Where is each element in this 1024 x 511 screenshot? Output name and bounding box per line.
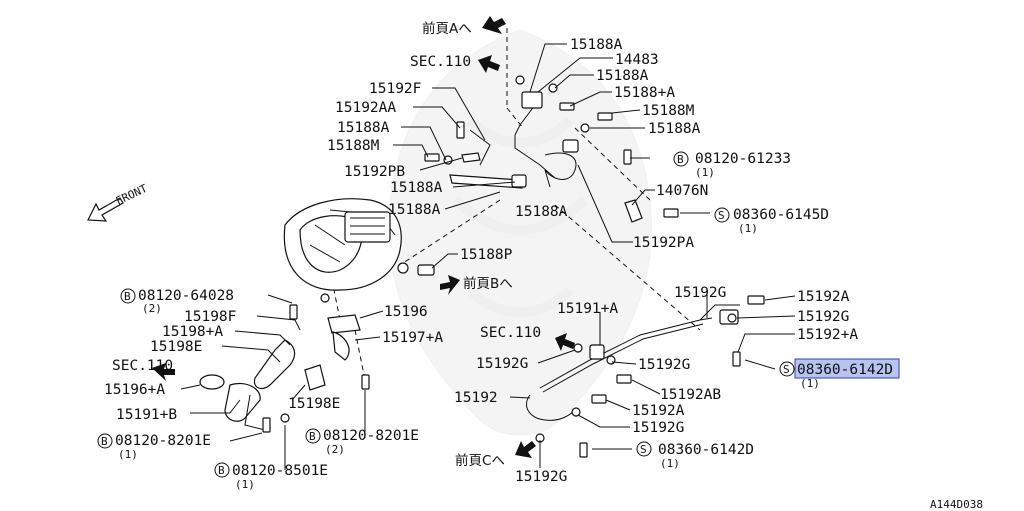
fastener-08120-64028[interactable]: 08120-64028 [138,288,234,304]
part-15188a-3[interactable]: 15188A [648,121,701,137]
screw-mark-6142d-bottom: S [640,443,647,456]
part-15192g-mid[interactable]: 15192G [638,357,690,373]
fastener-08120-8501e[interactable]: 08120-8501E [232,463,328,479]
front-arrow-icon [87,197,124,222]
part-14076n[interactable]: 14076N [656,183,708,199]
part-15198plusa[interactable]: 15198+A [162,324,223,340]
part-15188a-left[interactable]: 15188A [337,120,390,136]
qty-08120-64028: (2) [142,302,162,315]
part-15192[interactable]: 15192 [454,390,498,406]
arrow-to-page-a-icon [482,16,506,34]
qty-08120-61233: (1) [695,166,715,179]
part-15188a-top[interactable]: 15188A [570,37,623,53]
part-15192pa[interactable]: 15192PA [633,235,694,251]
fastener-glyphs [262,75,765,458]
arrow-sec110-top-icon [478,55,500,73]
direction-arrows [87,16,575,458]
bolt-mark-8201e-left: B [101,435,108,448]
label-prev-page-c[interactable]: 前頁Cへ [455,452,505,469]
arrow-sec110-left-icon [152,363,175,381]
part-15192g-left[interactable]: 15192G [476,356,528,372]
label-sec110-top[interactable]: SEC.110 [410,54,471,70]
qty-08120-8501e: (1) [235,478,255,491]
part-15188m-left[interactable]: 15188M [327,138,380,154]
part-15196plusa[interactable]: 15196+A [104,382,165,398]
part-15188a-turbo[interactable]: 15188A [388,202,441,218]
qty-08120-8201e-left: (1) [118,448,138,461]
part-15188plusa[interactable]: 15188+A [614,85,675,101]
part-15197plusa[interactable]: 15197+A [382,330,443,346]
watermark-emblem [387,29,653,436]
part-15192aa[interactable]: 15192AA [335,100,396,116]
part-15192plusa[interactable]: 15192+A [797,327,858,343]
left-tube-assembly [199,314,361,431]
bracket-14076n [624,199,643,223]
bolt-mark-64028: B [124,290,131,303]
fastener-08120-61233[interactable]: 08120-61233 [695,151,791,167]
part-15188a-2[interactable]: 15188A [596,68,649,84]
label-front: FRONT [114,182,150,208]
label-prev-page-b[interactable]: 前頁Bへ [463,275,513,292]
fastener-08120-8201e-mid[interactable]: 08120-8201E [323,428,419,444]
arrow-sec110-mid-icon [555,333,575,351]
part-15196[interactable]: 15196 [384,304,428,320]
qty-08120-8201e-mid: (2) [325,443,345,456]
label-prev-page-a[interactable]: 前頁Aへ [422,20,472,37]
arrow-to-page-c-icon [515,441,536,458]
fastener-08360-6145d[interactable]: 08360-6145D [733,207,829,223]
part-15198f[interactable]: 15198F [184,309,236,325]
screw-mark-6142d-right: S [783,363,790,376]
upper-oil-pipe [449,91,579,189]
arrow-to-page-b-icon [440,275,460,295]
part-15192a-right[interactable]: 15192A [797,289,850,305]
part-15188a-mid[interactable]: 15188A [390,180,443,196]
part-15192g-top[interactable]: 15192G [674,285,726,301]
diagram-code: A144D038 [930,498,983,511]
leader-lines [180,43,796,470]
label-sec110-left[interactable]: SEC.110 [112,358,173,374]
fastener-08120-8201e-left[interactable]: 08120-8201E [115,433,211,449]
part-15188m-right[interactable]: 15188M [642,103,695,119]
fastener-08360-6142d-bottom[interactable]: 08360-6142D [658,442,754,458]
part-14483[interactable]: 14483 [615,52,659,68]
part-15192pb[interactable]: 15192PB [344,164,405,180]
part-15191plusa[interactable]: 15191+A [557,301,618,317]
qty-08360-6142d-bottom: (1) [660,457,680,470]
part-15192ab[interactable]: 15192AB [660,387,721,403]
bolt-mark-8501e: B [218,464,225,477]
part-15198e-mid[interactable]: 15198E [288,396,340,412]
bolt-mark-8201e-mid: B [309,430,316,443]
part-15188p[interactable]: 15188P [460,247,513,263]
fastener-08360-6142d-highlighted[interactable]: 08360-6142D [797,362,893,378]
part-15192g-lower[interactable]: 15192G [632,420,684,436]
part-15192a-lower[interactable]: 15192A [632,403,685,419]
part-15198e-left[interactable]: 15198E [150,339,202,355]
part-15191plusb[interactable]: 15191+B [116,407,177,423]
part-15188a-pipe[interactable]: 15188A [515,204,568,220]
selected-part-highlight [794,358,900,379]
fastener-marks [97,151,795,478]
qty-08360-6142d-right: (1) [800,377,820,390]
part-15192g-bottom[interactable]: 15192G [515,469,567,485]
screw-mark-6145d: S [718,209,725,222]
turbocharger-body [283,198,402,291]
bolt-mark-61233: B [677,153,684,166]
qty-08360-6145d: (1) [738,222,758,235]
part-15192g-right[interactable]: 15192G [797,309,849,325]
label-sec110-mid[interactable]: SEC.110 [480,325,541,341]
part-15192f[interactable]: 15192F [369,81,421,97]
